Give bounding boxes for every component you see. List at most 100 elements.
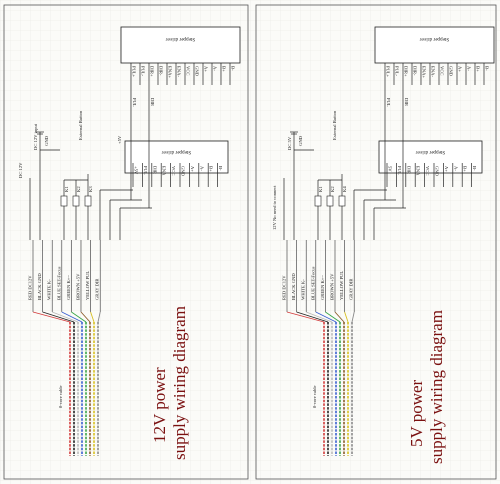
button-label: K1 <box>64 186 69 192</box>
cable-core-label: RED DC12V <box>282 275 287 300</box>
cable-core-label: BLACK GND <box>291 273 296 300</box>
cable-core-label: GREEN K+~ <box>66 275 71 300</box>
panel-left: Stepper driver PUL+ PUL- DIR+ DIR- ENA+ ENA- VC… <box>18 26 241 460</box>
top-driver-pin-label: B- <box>485 66 490 71</box>
top-driver-pin-label: VCC <box>186 66 191 75</box>
top-dir-label: DIR <box>150 98 155 107</box>
gnd-label: GND <box>298 135 303 146</box>
bottom-driver-pin-label: VCC <box>171 166 176 175</box>
bottom-driver-pin-label: B+ <box>463 166 468 172</box>
bottom-driver-pin-label: A+ <box>190 166 195 172</box>
cable-core-label: BLUE SET-Focus <box>56 266 61 300</box>
bottom-driver-pin-label: +5V <box>134 166 139 175</box>
button-body <box>338 195 346 207</box>
dc-label: DC 12V <box>18 162 23 178</box>
top-driver-pin-label: B+ <box>222 66 227 72</box>
button-label: K1 <box>318 186 323 192</box>
top-driver-pin-label: PUL+ <box>132 66 137 78</box>
top-driver-pin-label: A+ <box>458 66 463 72</box>
cable-fan-in <box>325 311 341 323</box>
bottom-driver-pin-label: A- <box>453 166 458 171</box>
cable-fan-in <box>351 311 355 323</box>
cable-fan-in <box>80 311 91 323</box>
bottom-driver-pin-label: PUL <box>143 166 148 175</box>
cable-fan-in <box>315 311 337 323</box>
top-driver-pin-label: ENA- <box>431 66 436 77</box>
top-driver-pin-label: ENA+ <box>422 66 427 78</box>
cable-core-label: BLACK GND <box>37 273 42 300</box>
top-driver-pin-label: A- <box>213 66 218 71</box>
cable-core-label: GRAY DIR <box>349 278 354 300</box>
bottom-driver-pin-label: B- <box>218 166 223 171</box>
bottom-driver-pin-label: B+ <box>209 166 214 172</box>
top-driver-pin-label: DIR- <box>159 66 164 76</box>
top-driver-pin-label: DIR+ <box>150 66 155 77</box>
button-body <box>84 195 92 207</box>
bottom-driver-pin-label: DIR <box>152 166 157 175</box>
cable-caption: 8-core cable <box>312 385 317 408</box>
top-driver-pin-label: DIR- <box>413 66 418 76</box>
diagram-title-line1: 12V power <box>150 367 169 443</box>
cable-fan-in <box>296 311 329 323</box>
bottom-driver-pin-label: DIR <box>406 166 411 175</box>
top-pul-label: PUL <box>132 98 137 107</box>
bottom-driver-pin-label: A+ <box>444 166 449 172</box>
top-dir-label: DIR <box>404 98 409 107</box>
cable-fan-in <box>32 311 71 323</box>
button-group-label: External Button <box>332 110 337 140</box>
button-body <box>60 195 68 207</box>
cable-caption: 8-core cable <box>58 385 63 408</box>
bottom-driver-box <box>378 140 483 174</box>
button-label: K2 <box>76 186 81 192</box>
bottom-driver-pin-label: VCC <box>425 166 430 175</box>
top-driver-pin-label: ENA+ <box>168 66 173 78</box>
cable-core-label: BROWN +5V <box>76 273 81 300</box>
cable-core-label: BLUE SET-Focus <box>310 266 315 300</box>
top-driver-pin-label: PUL+ <box>386 66 391 78</box>
right-panel-frame <box>255 4 497 480</box>
power-input-label: DC 12V input <box>33 123 38 150</box>
diagram-title-line2: supply wiring diagram <box>427 310 446 464</box>
cable-core-label: RED DC12V <box>28 275 33 300</box>
bottom-driver-pin-label: A- <box>199 166 204 171</box>
top-driver-pin-label: PUL- <box>141 66 146 77</box>
bottom-driver-pin-label: ENA <box>162 166 167 176</box>
top-driver-label: Stepper driver <box>419 36 449 42</box>
cable-fan-in <box>97 311 101 323</box>
button-group-label: External Button <box>78 110 83 140</box>
cable-fan-in <box>42 311 75 323</box>
button-label: K2 <box>330 186 335 192</box>
cable-fan-in <box>71 311 87 323</box>
top-driver-pin-label: GND <box>449 66 454 77</box>
panel-right: Stepper driverPUL+PUL-DIR+DIR-ENA+ENA-VC… <box>272 26 495 464</box>
left-panel-frame <box>3 4 249 480</box>
cable-fan-in <box>61 311 83 323</box>
cable-fan-in <box>344 311 349 323</box>
bottom-driver-label: Stepper driver <box>415 149 445 155</box>
top-pul-label: PUL <box>386 98 391 107</box>
bottom-driver-pin-label: GND <box>181 166 186 177</box>
top-driver-pin-label: B- <box>231 66 236 71</box>
bottom-driver-pin-label: GND <box>435 166 440 177</box>
bottom-driver-pin-label: 5V <box>388 166 393 172</box>
top-driver-pin-label: ENA- <box>177 66 182 77</box>
top-driver-pin-label: GND <box>195 66 200 77</box>
cable-core-label: BROWN +5V <box>330 273 335 300</box>
top-driver-pin-label: A+ <box>204 66 209 72</box>
bottom-driver-label: Stepper driver <box>161 149 191 155</box>
button-body <box>326 195 334 207</box>
bottom-driver-pin-label: ENA <box>416 166 421 176</box>
top-driver-pin-label: B+ <box>476 66 481 72</box>
cable-fan-in <box>306 311 333 323</box>
cable-core-label: WHITE K- <box>301 279 306 300</box>
top-driver-pin-label: DIR+ <box>404 66 409 77</box>
bottom-driver-side-label: +5V <box>117 135 122 144</box>
power-input-label: DC 5V <box>287 136 292 150</box>
diagram-title-line1: 5V power <box>407 379 426 447</box>
top-driver-pin-label: PUL- <box>395 66 400 77</box>
cable-core-label: GRAY DIR <box>95 278 100 300</box>
cable-core-label: YELLOW PUL <box>85 271 90 300</box>
